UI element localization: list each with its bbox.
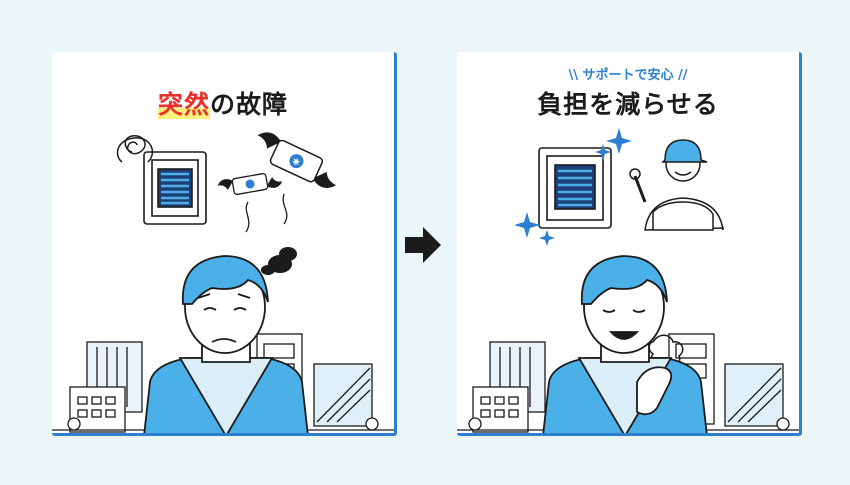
flying-remote-large: ✱ [257, 132, 336, 188]
title-rest: の故障 [210, 90, 289, 119]
support-illustration [457, 128, 799, 433]
panel-title-sudden-breakdown: 突然の故障 [52, 85, 394, 121]
remote-symbol: ✱ [290, 157, 301, 169]
panel-subtitle-support: \\ サポートで安心 // [568, 68, 688, 83]
air-conditioner-broken [143, 151, 207, 225]
right-arrow-icon [405, 227, 441, 263]
dizzy-swirl-icon [116, 135, 154, 163]
technician [629, 139, 724, 231]
flying-remote-small [217, 172, 283, 196]
sigh-cloud-icon [261, 247, 297, 275]
motion-lines [245, 193, 288, 233]
city-background [457, 333, 799, 433]
sparkle-icon [514, 128, 632, 246]
title-emphasis: 突然 [157, 90, 210, 119]
person-sad [143, 255, 309, 433]
air-conditioner-clean [538, 147, 612, 229]
breakdown-illustration: ✱ [52, 132, 394, 433]
panel-title-reduce-burden: 負担を減らせる [537, 90, 719, 119]
panel-sudden-breakdown: 突然の故障 [52, 52, 397, 436]
panel-reduce-burden: \\ サポートで安心 // 負担を減らせる [457, 52, 802, 436]
person-relieved [542, 255, 708, 433]
